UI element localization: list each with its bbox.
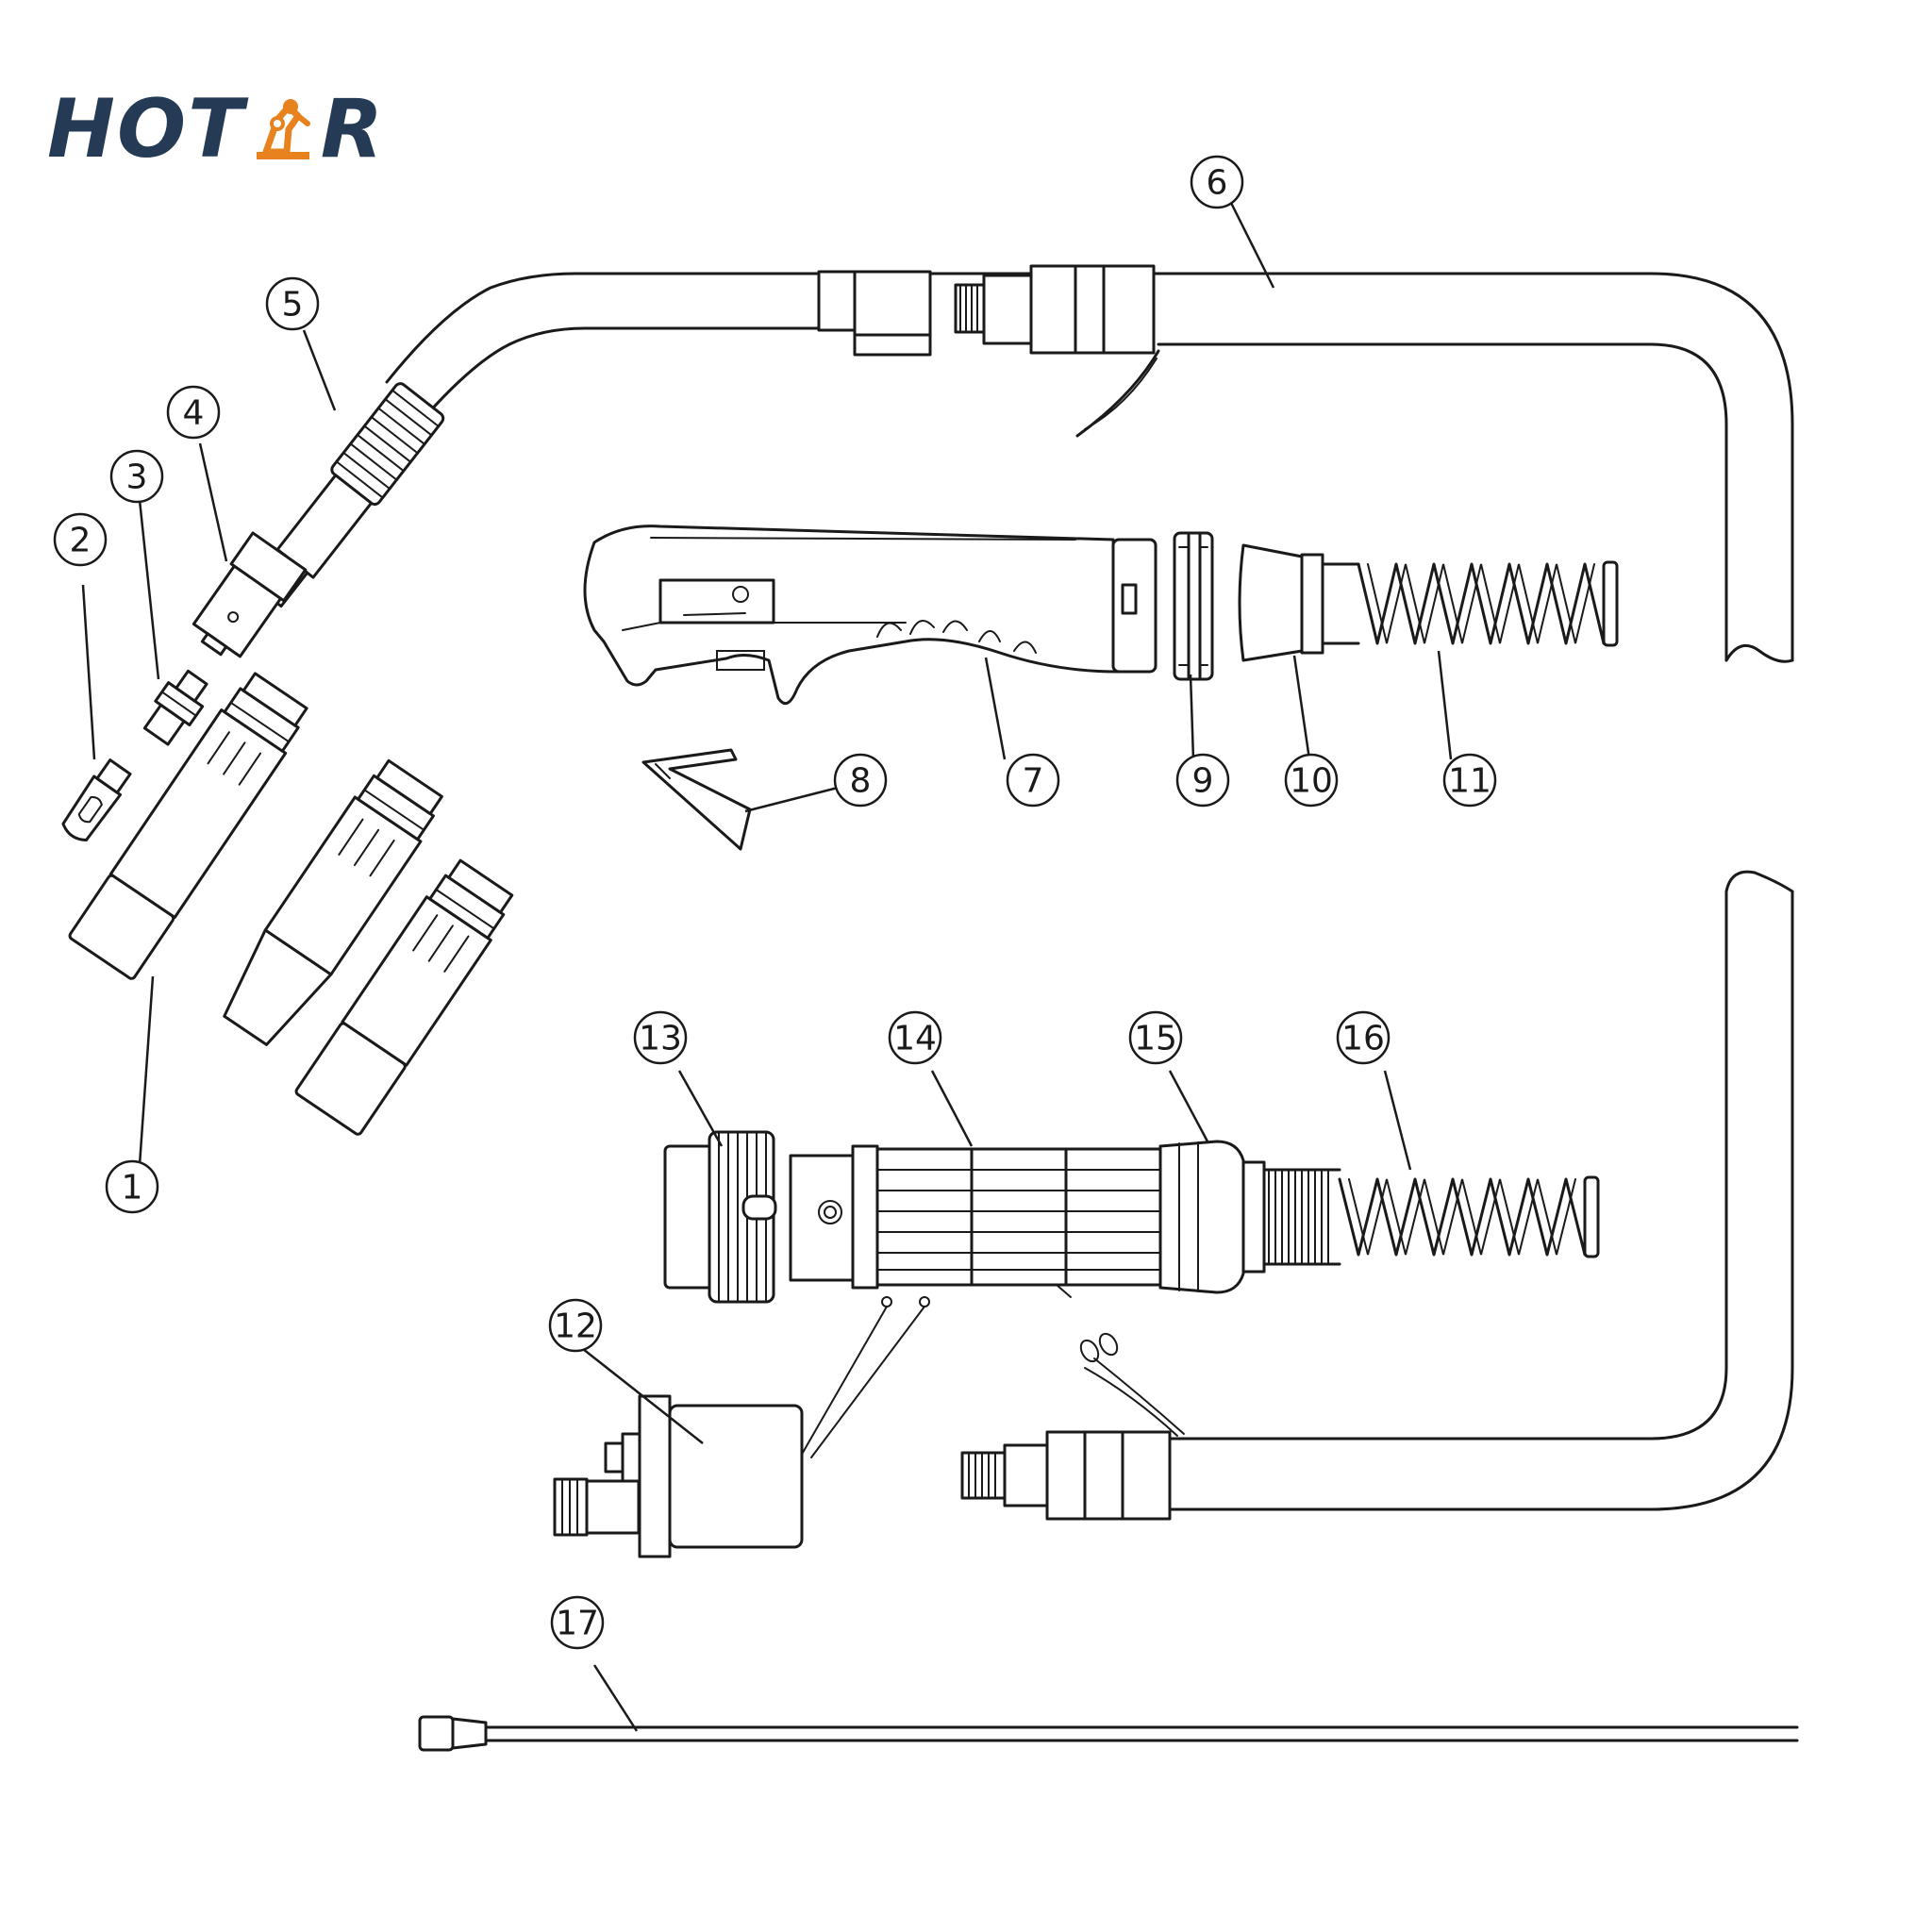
logo-text-left: HOT <box>47 82 245 176</box>
liner <box>418 1715 1799 1752</box>
callout-circle <box>888 1010 942 1065</box>
locking-nut <box>663 1130 777 1304</box>
callout-5: 5 <box>265 276 320 331</box>
callout-circle <box>166 385 221 440</box>
nozzle-taper <box>223 758 443 1046</box>
callout-circle <box>53 512 108 567</box>
leader-lines <box>81 202 1453 1732</box>
callout-circle <box>105 1159 159 1214</box>
callout-16: 16 <box>1336 1010 1391 1065</box>
cable-fitting-male <box>954 264 1156 355</box>
callout-circle <box>1175 753 1230 808</box>
callout-label: 9 <box>1192 762 1214 801</box>
callout-label: 17 <box>556 1605 599 1643</box>
callout-circle <box>1284 753 1339 808</box>
callout-circle <box>548 1298 603 1353</box>
callout-14: 14 <box>888 1010 942 1065</box>
callout-12: 12 <box>548 1298 603 1353</box>
callout-7: 7 <box>1006 753 1060 808</box>
cable-fitting-lower <box>960 1430 1172 1521</box>
callout-label: 1 <box>122 1169 143 1208</box>
callout-1: 1 <box>105 1159 159 1214</box>
contact-tip <box>61 758 132 841</box>
nozzle-main <box>68 672 308 980</box>
cable-assembly-lower <box>960 870 1794 1521</box>
callout-4: 4 <box>166 385 221 440</box>
callout-8: 8 <box>833 753 888 808</box>
cable-support <box>1238 543 1324 662</box>
callout-13: 13 <box>633 1010 688 1065</box>
callout-label: 12 <box>554 1307 597 1346</box>
nozzle-straight <box>294 858 514 1136</box>
callout-label: 14 <box>893 1020 937 1058</box>
callout-label: 11 <box>1448 762 1491 801</box>
callout-circle <box>633 1010 688 1065</box>
callout-3: 3 <box>109 449 164 504</box>
callout-circle <box>1336 1010 1391 1065</box>
brand-logo: HOT R <box>47 82 385 176</box>
callout-label: 16 <box>1341 1020 1385 1058</box>
spring-lower <box>1262 1168 1600 1266</box>
callout-label: 6 <box>1207 164 1228 203</box>
connector-body <box>789 1144 1162 1298</box>
rear-cap <box>1158 1140 1266 1294</box>
handle-ring <box>1173 531 1214 681</box>
callout-circle <box>833 753 888 808</box>
trigger <box>641 748 752 851</box>
spring-upper <box>1321 560 1619 647</box>
callout-label: 15 <box>1134 1020 1177 1058</box>
handle <box>583 525 1158 706</box>
callout-circle <box>109 449 164 504</box>
callout-label: 10 <box>1290 762 1333 801</box>
callout-17: 17 <box>550 1595 605 1650</box>
callout-10: 10 <box>1284 753 1339 808</box>
callout-label: 7 <box>1023 762 1044 801</box>
callout-11: 11 <box>1442 753 1497 808</box>
swan-neck <box>256 270 932 608</box>
connector <box>553 1296 930 1558</box>
callout-circle <box>1006 753 1060 808</box>
callout-15: 15 <box>1128 1010 1183 1065</box>
tip-holder <box>142 669 208 746</box>
callout-circle <box>265 276 320 331</box>
callout-label: 5 <box>282 286 304 325</box>
cable-assembly-upper <box>847 264 1794 663</box>
callout-circle <box>1190 155 1244 209</box>
callout-2: 2 <box>53 512 108 567</box>
robot-arm-icon <box>256 99 310 159</box>
callout-label: 8 <box>850 762 872 801</box>
callout-9: 9 <box>1175 753 1230 808</box>
callout-circle <box>550 1595 605 1650</box>
callout-circle <box>1128 1010 1183 1065</box>
callout-label: 2 <box>70 522 92 560</box>
gas-diffuser <box>192 531 308 658</box>
callout-label: 3 <box>126 458 148 497</box>
callout-circle <box>1442 753 1497 808</box>
callout-label: 4 <box>183 394 205 433</box>
logo-text-right: R <box>320 82 385 176</box>
callout-6: 6 <box>1190 155 1244 209</box>
callout-label: 13 <box>639 1020 682 1058</box>
